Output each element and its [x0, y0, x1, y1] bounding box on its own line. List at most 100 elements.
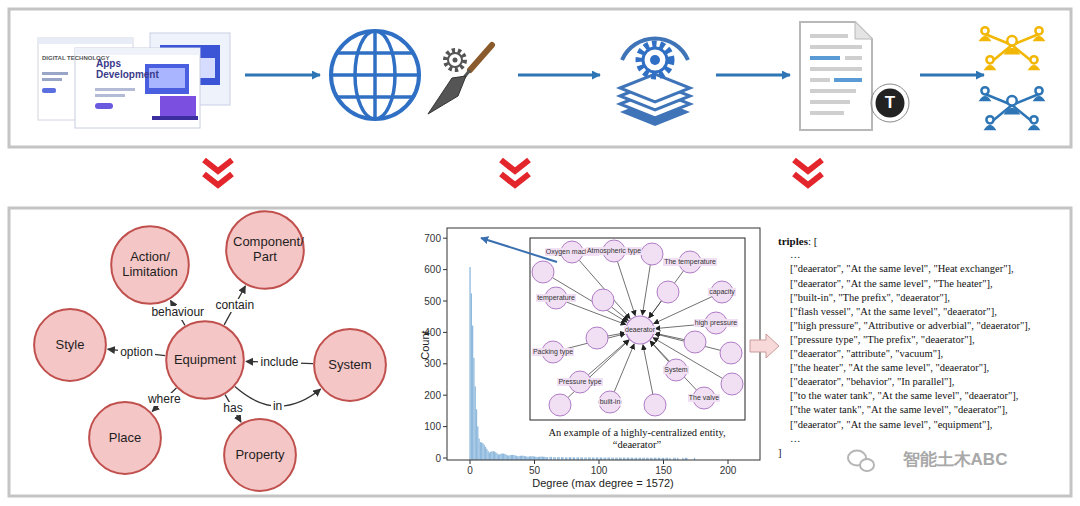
art-shape: [204, 160, 232, 171]
bottom-panel: [9, 208, 1071, 496]
histogram-bar: [522, 456, 523, 460]
histogram-bar: [472, 326, 473, 460]
histogram-bar: [507, 455, 508, 460]
text-label: Apps Development: [96, 58, 158, 80]
text-label: …: [790, 433, 801, 445]
text-label: …: [790, 249, 801, 261]
histogram-bar: [503, 454, 504, 460]
art-shape: [716, 74, 790, 77]
art-shape: [330, 51, 420, 55]
person-head: [1030, 116, 1037, 123]
relation-label: has: [221, 402, 244, 415]
art-shape: [794, 160, 822, 171]
art-shape: [834, 78, 862, 82]
inset-link: [612, 307, 629, 321]
art-shape: [810, 100, 850, 104]
concept-circle: Property: [223, 418, 297, 492]
website-icon: [38, 33, 230, 128]
tick-mark: [728, 460, 729, 464]
relation-label: contain: [213, 299, 256, 312]
document-icon: [800, 22, 909, 130]
inset-node-label: high pressure: [694, 319, 738, 327]
node-label: System: [328, 358, 371, 373]
art-shape: [855, 22, 872, 39]
text-label: 50: [529, 465, 540, 476]
histogram-bar: [493, 451, 494, 460]
histogram-bar: [469, 267, 470, 460]
text-label: T: [885, 94, 895, 113]
art-shape: [448, 53, 462, 67]
tick-mark: [443, 426, 447, 427]
block-arrow: [750, 334, 779, 358]
histogram-bar: [518, 456, 519, 460]
text-label: 0: [435, 453, 441, 464]
person-head: [1035, 87, 1042, 94]
inset-node-label: deaerator: [624, 326, 656, 334]
histogram-bar: [478, 439, 479, 460]
art-shape: [42, 88, 56, 93]
tick-mark: [443, 238, 447, 239]
histogram-bar: [491, 451, 492, 460]
text-label: 智能土木ABC: [903, 451, 1008, 470]
node-label: Equipment: [174, 353, 236, 368]
person-body: [979, 96, 992, 101]
inset-node-label: The temperature: [663, 258, 717, 266]
text-label: : [: [808, 235, 817, 247]
histogram-bar: [533, 456, 534, 460]
art-shape: [860, 459, 874, 471]
person-head: [981, 87, 988, 94]
histogram-bar: [516, 456, 517, 460]
node-label: Component/ Part: [233, 235, 297, 265]
art-shape: [650, 55, 660, 65]
network-icon: [979, 27, 1046, 130]
art-shape: [794, 174, 822, 185]
tick-mark: [443, 332, 447, 333]
data-stack-icon: [620, 38, 690, 126]
histogram-bar: [484, 445, 485, 460]
inset-link: [649, 271, 684, 318]
text-label: ["high pressure", "Attributive or adverb…: [790, 320, 1030, 332]
art-shape: [42, 78, 62, 81]
art-shape: [810, 111, 844, 115]
inset-node-label: System: [663, 366, 688, 374]
text-label: 150: [655, 465, 672, 476]
art-shape: [95, 88, 135, 91]
art-shape: [330, 73, 420, 77]
histogram-bar: [512, 455, 513, 460]
art-shape: [643, 48, 667, 72]
person-body: [1028, 65, 1041, 70]
histogram: [443, 228, 760, 464]
inset-node-label: The valve: [688, 394, 720, 402]
art-shape: [38, 38, 133, 44]
inset-node: [644, 394, 666, 416]
histogram-bar: [473, 358, 474, 460]
text-label: ["deaerator", "At the same level", "The …: [790, 278, 993, 290]
art-shape: [95, 103, 113, 109]
person-body: [1033, 36, 1046, 41]
person-body: [1004, 108, 1021, 115]
histogram-bar: [525, 456, 526, 460]
circle-outline: [314, 329, 386, 401]
relation-label: in: [271, 400, 284, 413]
tick-mark: [470, 460, 471, 464]
inset-node: [586, 327, 608, 349]
circle-outline: [166, 321, 244, 399]
histogram-bar: [529, 456, 530, 460]
concept-circle: Equipment: [165, 320, 245, 400]
concept-circle: System: [313, 328, 387, 402]
text-label: 700: [424, 233, 441, 244]
text-label: An example of a highly-centralized entit…: [531, 427, 743, 450]
node-label: Action/ Limitation: [118, 250, 182, 280]
down-chevrons: [204, 160, 822, 185]
histogram-bar: [500, 454, 501, 460]
relation-label: behaviour: [149, 306, 206, 319]
histogram-bar: [509, 455, 510, 460]
histogram-bar: [499, 454, 500, 460]
text-label: 300: [424, 358, 441, 369]
text-label: ["pressure type", "The prefix", "deaerat…: [790, 334, 975, 346]
person-head: [1007, 96, 1016, 105]
tick-mark: [443, 363, 447, 364]
inset-node: [657, 281, 679, 303]
circle-outline: [89, 402, 161, 474]
